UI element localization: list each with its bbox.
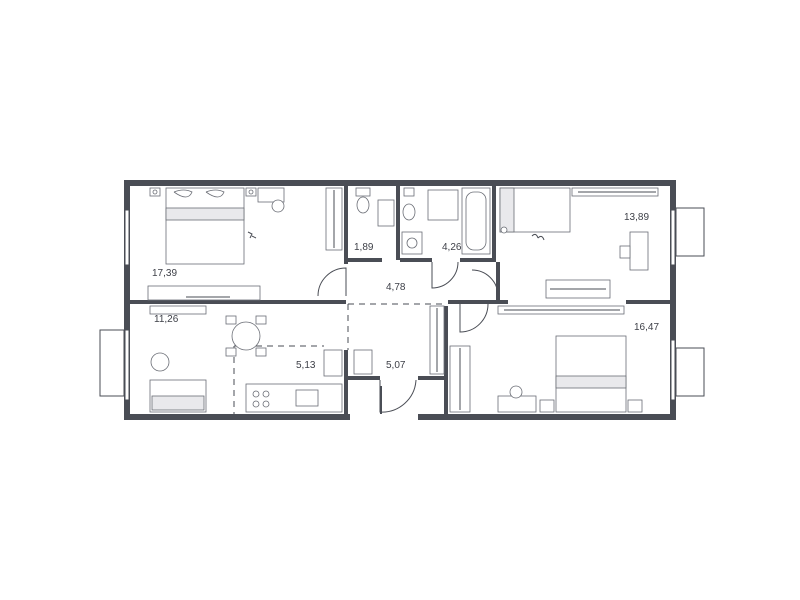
area-bedroom-bottom-right: 16,47 xyxy=(634,322,659,333)
bedroom-top-right-furniture xyxy=(499,187,659,299)
area-kitchen: 5,13 xyxy=(296,360,316,371)
interior-walls xyxy=(130,186,670,420)
bathroom-fixtures xyxy=(401,187,491,255)
area-labels: 17,39 1,89 4,26 13,89 4,78 11,26 5,13 5,… xyxy=(152,212,659,371)
area-wc: 1,89 xyxy=(354,242,374,253)
area-bedroom-top-left: 17,39 xyxy=(152,268,177,279)
area-bathroom: 4,26 xyxy=(442,242,462,253)
exterior-walls xyxy=(124,180,676,420)
area-hallway: 4,78 xyxy=(386,282,406,293)
area-entrance: 5,07 xyxy=(386,360,406,371)
windows xyxy=(99,207,705,401)
wc-fixtures xyxy=(355,187,395,227)
living-room-furniture xyxy=(149,305,267,413)
kitchen-furniture xyxy=(245,349,373,413)
entrance-furniture xyxy=(429,305,445,375)
doors xyxy=(317,261,499,414)
bedroom-top-left-furniture xyxy=(147,187,343,301)
area-bedroom-top-right: 13,89 xyxy=(624,212,649,223)
area-living-room: 11,26 xyxy=(154,314,179,325)
bedroom-bottom-right-furniture xyxy=(449,305,643,413)
